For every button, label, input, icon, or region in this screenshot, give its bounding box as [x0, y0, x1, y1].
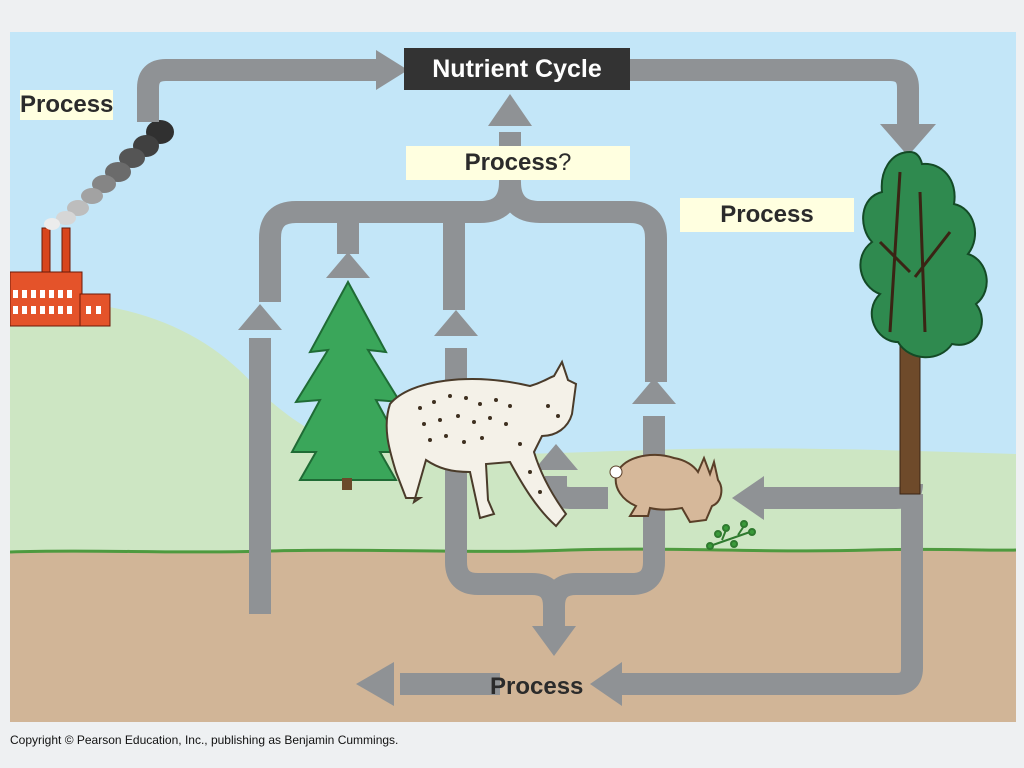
- label-process-left: Process: [20, 90, 114, 120]
- copyright-notice: Copyright © Pearson Education, Inc., pub…: [10, 733, 399, 747]
- arrow-top-right: [630, 59, 919, 128]
- arrow-tree-down: [614, 494, 923, 695]
- deciduous-tree-icon: [859, 150, 988, 495]
- arrow-fork: [259, 171, 667, 382]
- arrowhead-right-top: [376, 50, 408, 90]
- grass-line: [10, 547, 1016, 554]
- label-process-right: Process: [680, 198, 854, 232]
- label-process-center: Process?: [406, 146, 630, 180]
- diagram-canvas: [10, 32, 1016, 722]
- arrowhead-left-end: [356, 662, 394, 706]
- arrowhead-up-rabbit-lynx: [534, 444, 578, 470]
- plant-icon: [706, 520, 756, 550]
- label-process-bottom: Process: [490, 673, 584, 700]
- arrowhead-up-left: [238, 304, 282, 330]
- arrowhead-left-rabbit: [732, 476, 764, 520]
- arrowhead-up-lynx: [434, 310, 478, 336]
- pine-tree-icon: [290, 279, 406, 490]
- smoke-icon: [44, 120, 174, 230]
- arrowhead-down-soil: [532, 626, 576, 656]
- arrowhead-left-bottom: [590, 662, 622, 706]
- lynx-icon: [385, 359, 578, 528]
- arrow-heads: [238, 50, 936, 706]
- title-nutrient-cycle: Nutrient Cycle: [404, 48, 630, 90]
- arrow-rabbit-down: [543, 416, 665, 607]
- arrowhead-up-pine: [326, 252, 370, 278]
- cycle-arrows: [137, 59, 923, 695]
- nutrient-cycle-diagram: Process Process? Process Process: [10, 32, 1016, 722]
- rabbit-icon: [609, 453, 723, 524]
- arrowhead-up-rabbit: [632, 378, 676, 404]
- arrowhead-down-tree: [880, 124, 936, 156]
- arrowhead-up-title: [488, 94, 532, 126]
- factory-icon: [10, 227, 111, 327]
- arrow-top-left: [137, 59, 384, 122]
- arrow-rabbit-to-lynx: [545, 475, 608, 509]
